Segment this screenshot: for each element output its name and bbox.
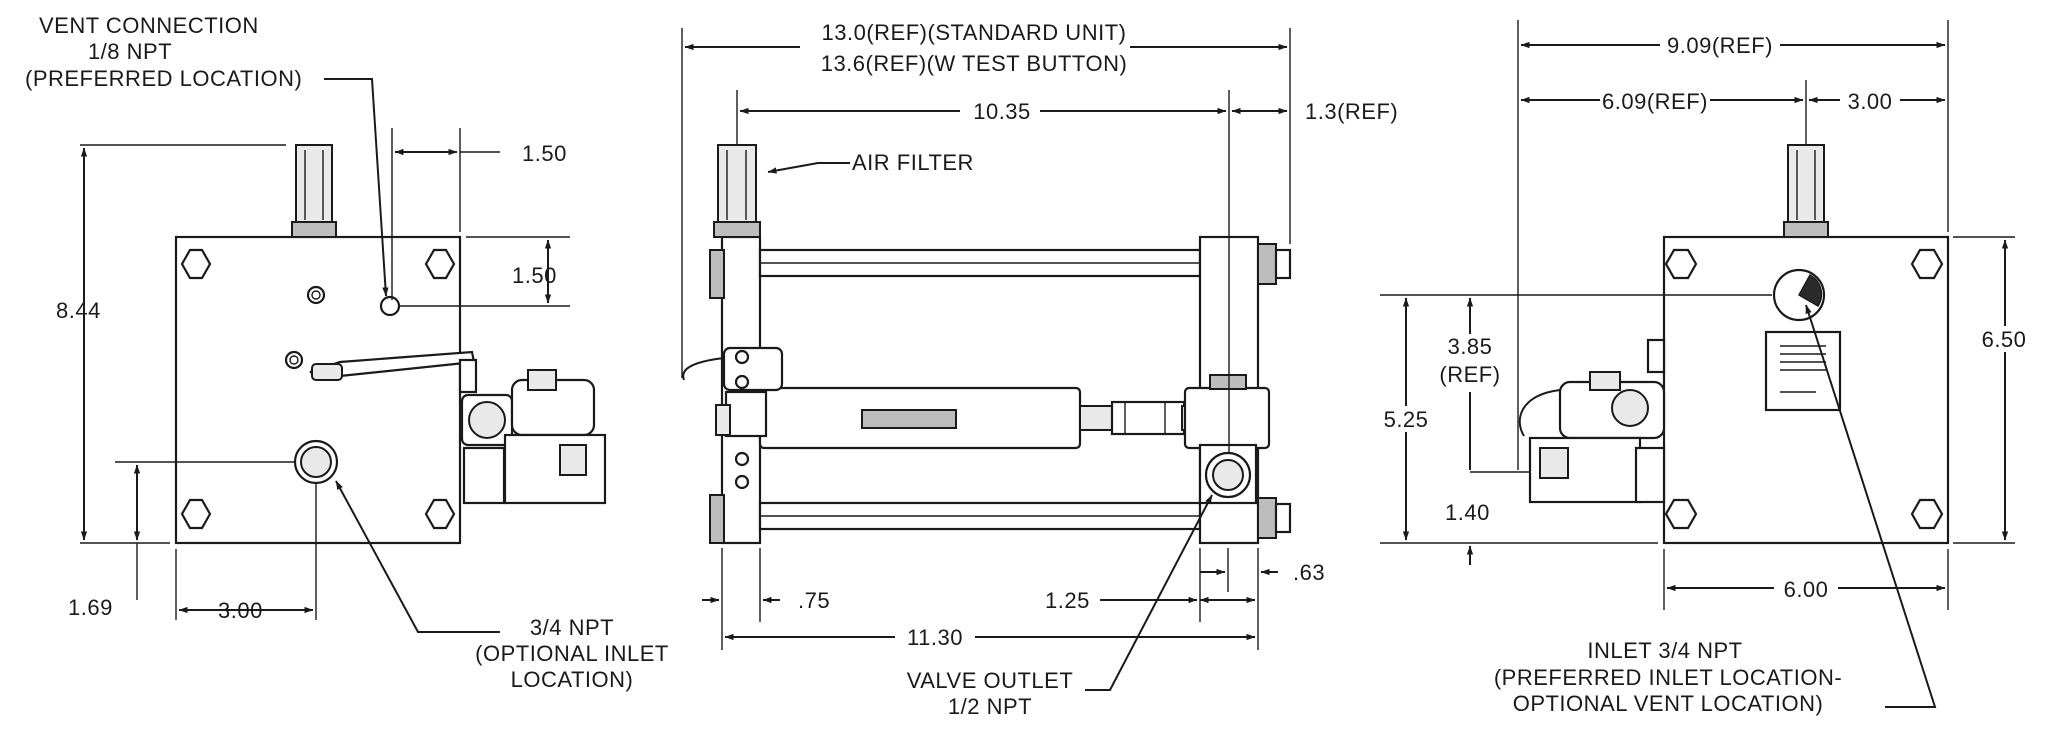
left-body <box>174 235 462 545</box>
dim-left-ref: 6.09(REF) <box>1602 89 1708 114</box>
dim-right-ref: 1.3(REF) <box>1305 99 1398 124</box>
right-hex-bolt-br <box>1910 498 1944 530</box>
air-filter-label: AIR FILTER <box>852 150 974 175</box>
left-view: VENT CONNECTION 1/8 NPT (PREFERRED LOCAT… <box>25 13 669 692</box>
vent-connection-label: VENT CONNECTION <box>39 13 259 38</box>
optional-inlet-note-1: (OPTIONAL INLET <box>475 641 669 666</box>
dim-total-length: 11.30 <box>907 625 963 650</box>
left-filter <box>295 144 333 226</box>
left-hex-bolt-bl <box>180 498 212 530</box>
dim-inlet-x: 3.00 <box>218 598 263 623</box>
right-valve-assembly <box>1518 338 1666 504</box>
inlet-note-2: OPTIONAL VENT LOCATION) <box>1513 691 1824 716</box>
dim-overall-test-button: 13.6(REF)(W TEST BUTTON) <box>821 51 1128 76</box>
right-hex-bolt-tr <box>1910 248 1944 280</box>
dim-right-nut: .63 <box>1293 560 1325 585</box>
dim-vent-drop: 1.50 <box>512 263 557 288</box>
dim-right-block: 1.25 <box>1045 588 1090 613</box>
dim-left-height: 8.44 <box>56 298 101 323</box>
optional-inlet-note-2: LOCATION) <box>511 667 634 692</box>
dim-right-height: 6.50 <box>1982 327 2027 352</box>
inlet-note-1: (PREFERRED INLET LOCATION- <box>1494 665 1842 690</box>
dim-overall-standard: 13.0(REF)(STANDARD UNIT) <box>822 20 1127 45</box>
right-filter <box>1787 144 1825 226</box>
middle-view: 13.0(REF)(STANDARD UNIT) 13.6(REF)(W TES… <box>681 20 1398 719</box>
dim-inlet-height: 1.69 <box>68 595 113 620</box>
valve-outlet-size: 1/2 NPT <box>948 694 1032 719</box>
dim-right-offset: 3.00 <box>1848 89 1893 114</box>
dim-total-width: 9.09(REF) <box>1667 33 1773 58</box>
left-hex-bolt-br <box>424 498 456 530</box>
valve-outlet-label: VALVE OUTLET <box>907 668 1074 693</box>
dim-gauge-height: 5.25 <box>1384 407 1429 432</box>
dim-right-bottom: 1.40 <box>1445 500 1490 525</box>
vent-note-label: (PREFERRED LOCATION) <box>25 66 302 91</box>
nameplate <box>1764 330 1842 412</box>
right-view: 9.09(REF) 6.09(REF) 3.00 6.50 5.25 3.85 … <box>1378 20 2032 716</box>
left-hex-bolt-tr <box>424 248 456 280</box>
middle-left-valve <box>682 346 784 490</box>
left-hex-bolt-tl <box>180 248 212 280</box>
vent-size-label: 1/8 NPT <box>88 39 172 64</box>
left-vent-port <box>379 295 401 317</box>
dim-body-width: 6.00 <box>1784 577 1829 602</box>
dim-top-offset: 1.50 <box>522 141 567 166</box>
right-hex-bolt-bl <box>1664 498 1698 530</box>
middle-air-filter <box>717 144 757 226</box>
dim-gauge-ref-note: (REF) <box>1439 362 1500 387</box>
right-hex-bolt-tl <box>1664 248 1698 280</box>
optional-inlet-size: 3/4 NPT <box>530 615 614 640</box>
left-valve-assembly <box>458 358 607 505</box>
dim-gauge-ref-value: 3.85 <box>1448 334 1493 359</box>
inlet-title: INLET 3/4 NPT <box>1587 638 1742 663</box>
dim-span: 10.35 <box>973 99 1031 124</box>
dim-left-flange: .75 <box>798 588 830 613</box>
